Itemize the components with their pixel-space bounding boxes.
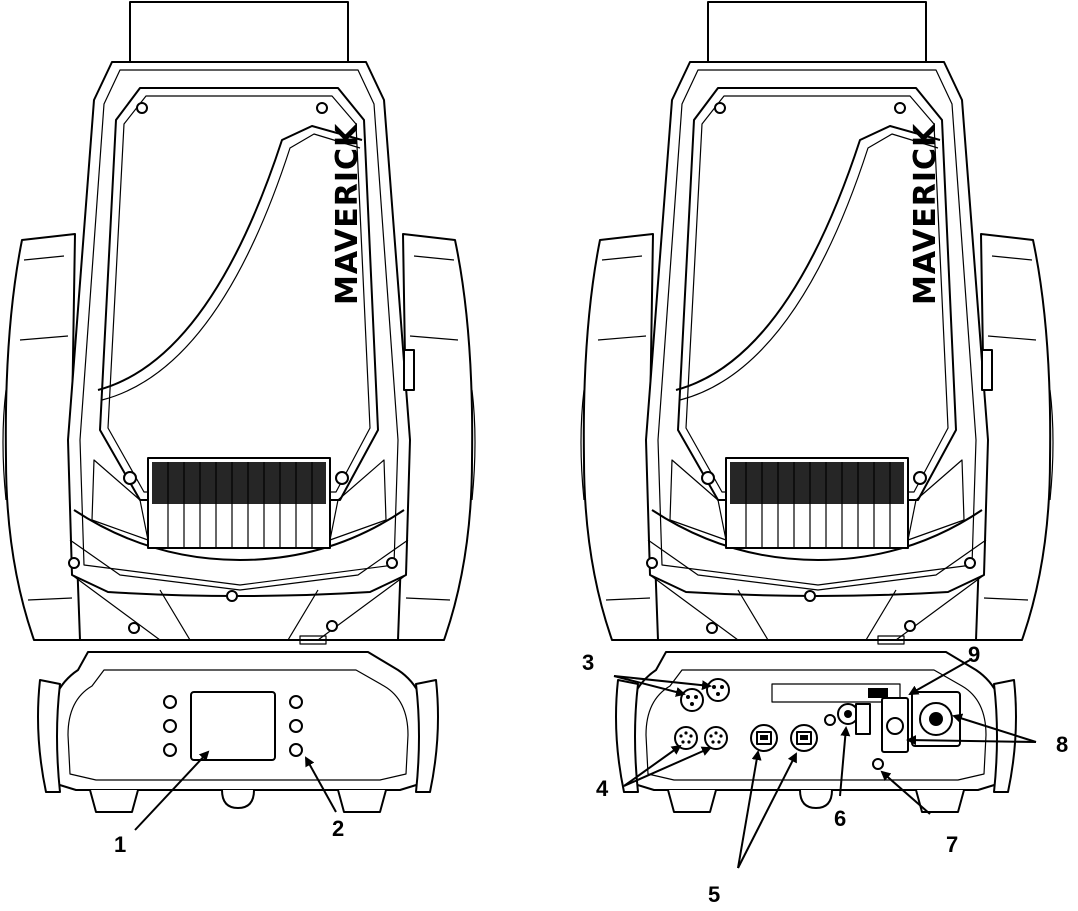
- dmx-in-5pin[interactable]: [674, 726, 698, 750]
- lcd-display[interactable]: [190, 691, 276, 761]
- menu-button[interactable]: [289, 719, 303, 733]
- fixture-head-front: [2, 1, 476, 645]
- menu-button[interactable]: [289, 743, 303, 757]
- callout-label-9: 9: [968, 642, 980, 667]
- front-view: MAVERICK 1 2: [2, 1, 476, 857]
- callout-label-2: 2: [332, 816, 344, 841]
- callout-arrow-2: [305, 756, 337, 813]
- menu-button[interactable]: [163, 695, 177, 709]
- callout-arrow-8a: [906, 735, 1037, 746]
- callout-label-8: 8: [1056, 732, 1068, 757]
- fixture-head-rear: [580, 1, 1054, 645]
- brand-logo: MAVERICK: [330, 122, 365, 305]
- dmx-out-3pin[interactable]: [706, 678, 730, 702]
- callout-arrow-1: [134, 750, 210, 831]
- ethernet-port-2[interactable]: [790, 724, 818, 752]
- menu-button[interactable]: [163, 743, 177, 757]
- fuse-holder[interactable]: [855, 703, 871, 735]
- control-buttons-left: [163, 695, 177, 757]
- rear-view: MAVERICK 3 4 5 6 7: [580, 1, 1068, 907]
- callout-arrow-5b: [737, 752, 797, 869]
- callout-arrow-4a: [623, 744, 682, 787]
- ethernet-port-1[interactable]: [750, 724, 778, 752]
- control-buttons-right: [289, 695, 303, 757]
- dmx-in-3pin[interactable]: [680, 688, 704, 712]
- usb-slot[interactable]: [771, 683, 901, 703]
- callout-label-4: 4: [596, 776, 609, 801]
- callout-label-3: 3: [582, 650, 594, 675]
- callout-arrow-7: [880, 770, 931, 815]
- brand-logo: MAVERICK: [908, 122, 943, 305]
- callout-arrow-9: [908, 659, 971, 695]
- dmx-out-5pin[interactable]: [704, 726, 728, 750]
- menu-button[interactable]: [289, 695, 303, 709]
- callout-label-1: 1: [114, 832, 126, 857]
- callout-label-7: 7: [946, 832, 958, 857]
- menu-button[interactable]: [163, 719, 177, 733]
- callout-label-6: 6: [834, 806, 846, 831]
- callout-arrow-6: [839, 726, 851, 797]
- callout-arrow-3a: [613, 675, 686, 697]
- callout-label-5: 5: [708, 882, 720, 907]
- callout-arrow-5a: [737, 750, 762, 869]
- callout-arrow-3b: [613, 675, 712, 691]
- callout-arrow-4b: [623, 746, 712, 787]
- callout-arrow-8b: [952, 713, 1037, 743]
